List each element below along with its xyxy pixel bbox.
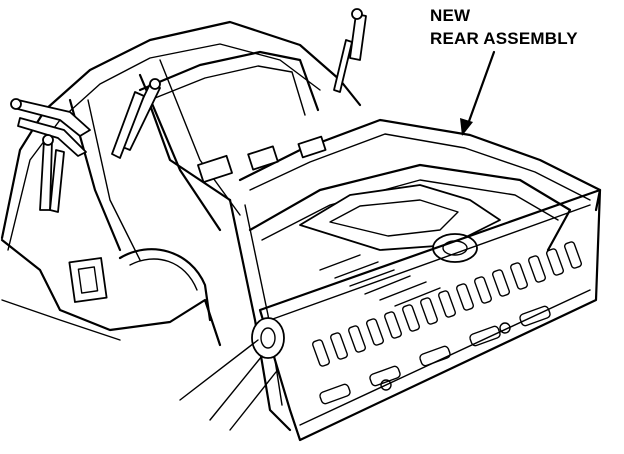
sectioning-lines: [179, 339, 277, 431]
locking-pliers-clamp: [10, 8, 367, 213]
roof-rail: [138, 50, 320, 202]
callout-arrow: [460, 50, 496, 136]
new-rear-assembly-callout: NEW REAR ASSEMBLY: [430, 4, 578, 50]
rear-end-panel: [258, 188, 602, 442]
rear-quarter-inner: [228, 198, 292, 432]
new-rear-assembly: [197, 118, 602, 307]
callout-line-2: REAR ASSEMBLY: [430, 29, 578, 48]
callout-line-1: NEW: [430, 6, 471, 25]
